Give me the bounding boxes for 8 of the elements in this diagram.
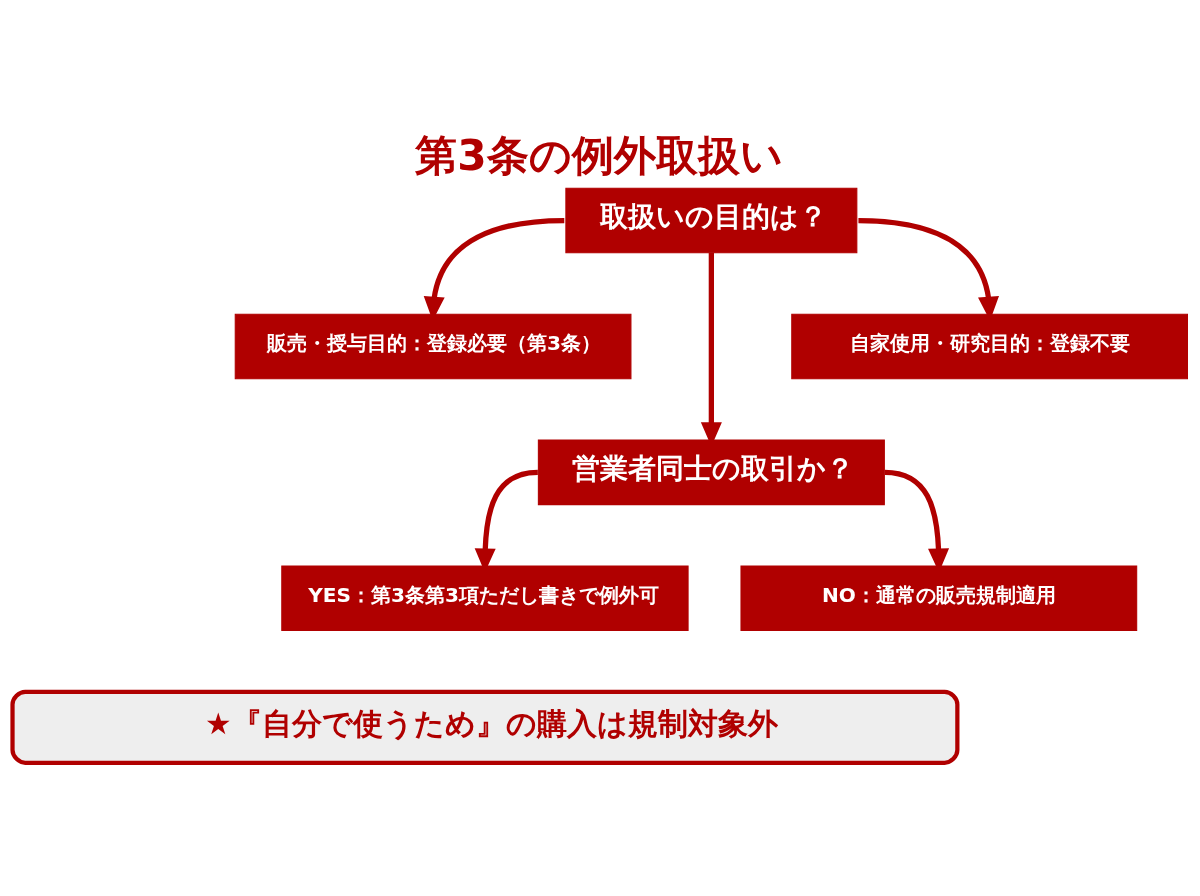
node-box: YES：第3条第3項ただし書きで例外可 xyxy=(281,565,689,632)
diagram-title: 第3条の例外取扱い xyxy=(415,131,783,181)
node-box: 営業者同士の取引か？ xyxy=(537,439,885,506)
node-box: ★『自分で使うため』の購入は規制対象外 xyxy=(10,689,960,765)
node-box: 販売・授与目的：登録必要（第3条） xyxy=(234,313,632,380)
node-box: 取扱いの目的は？ xyxy=(565,187,858,254)
node-box: 自家使用・研究目的：登録不要 xyxy=(791,313,1188,380)
node-box: NO：通常の販売規制適用 xyxy=(740,565,1138,632)
